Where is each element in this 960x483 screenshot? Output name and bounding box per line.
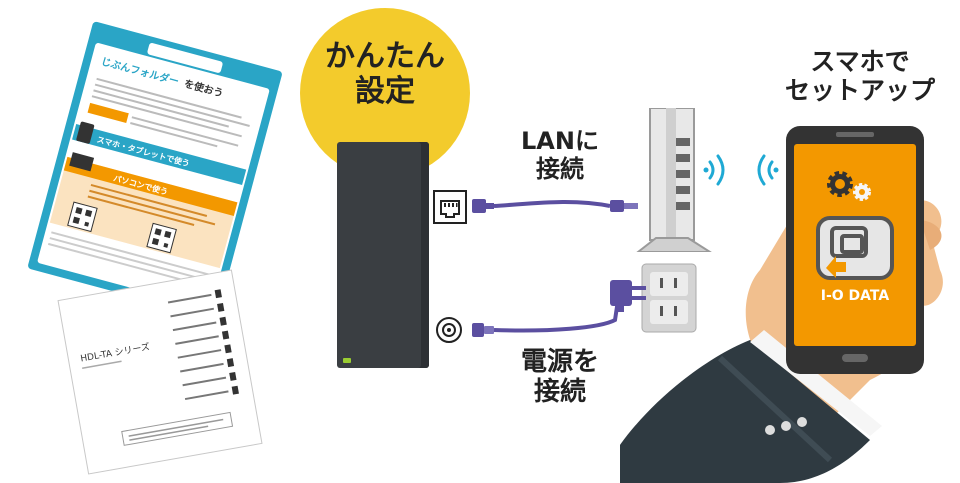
power-adapter-icon bbox=[610, 280, 646, 312]
power-port-icon bbox=[436, 317, 462, 343]
lan-cable bbox=[472, 199, 638, 213]
nas-device bbox=[337, 142, 429, 368]
easy-setup-badge-text: かんたん 設定 bbox=[300, 39, 470, 109]
power-label-line-1: 電源を bbox=[520, 347, 599, 377]
ethernet-port-icon bbox=[433, 190, 467, 224]
leaflet: じぶんフォルダー を使おう スマホ・タブレットで使う パソコンで使う bbox=[28, 21, 282, 319]
phone-brand-logo: I-O DATA bbox=[821, 288, 890, 304]
gear-icon bbox=[827, 171, 871, 201]
phone-label-line-2: セットアップ bbox=[785, 75, 936, 105]
power-connect-label: 電源を 接続 bbox=[505, 347, 615, 408]
lan-connect-label: LANに 接続 bbox=[500, 127, 620, 183]
wall-outlet-icon bbox=[641, 263, 697, 333]
lan-label-line-1: LANに bbox=[521, 127, 599, 155]
power-cable bbox=[472, 299, 620, 337]
smartphone-setup-label: スマホで セットアップ bbox=[785, 47, 936, 106]
wifi-signal-icon bbox=[703, 154, 779, 186]
app-icon bbox=[816, 216, 894, 280]
router-icon bbox=[636, 108, 712, 252]
badge-line-1: かんたん bbox=[325, 39, 445, 74]
manual-booklet: HDL-TA シリーズ bbox=[57, 269, 263, 475]
power-label-line-2: 接続 bbox=[533, 376, 586, 407]
lan-label-line-2: 接続 bbox=[536, 154, 584, 183]
phone-label-line-1: スマホで bbox=[810, 47, 910, 76]
badge-line-2: 設定 bbox=[355, 73, 415, 109]
nas-status-led bbox=[343, 358, 351, 363]
cables bbox=[472, 199, 638, 337]
phone-icon: I-O DATA bbox=[786, 126, 924, 374]
